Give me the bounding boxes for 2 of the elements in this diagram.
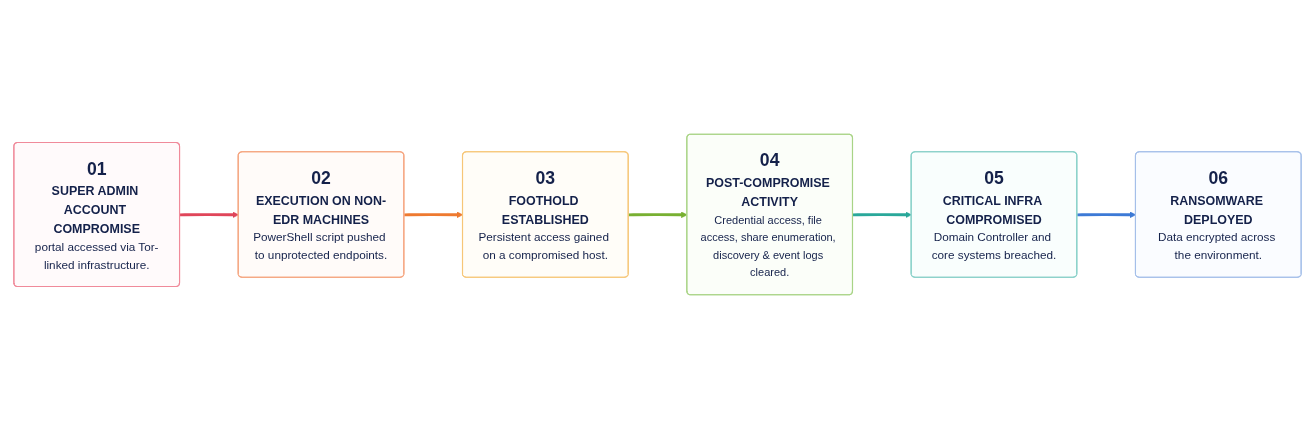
arrow: [852, 211, 912, 218]
arrow: [179, 211, 239, 218]
